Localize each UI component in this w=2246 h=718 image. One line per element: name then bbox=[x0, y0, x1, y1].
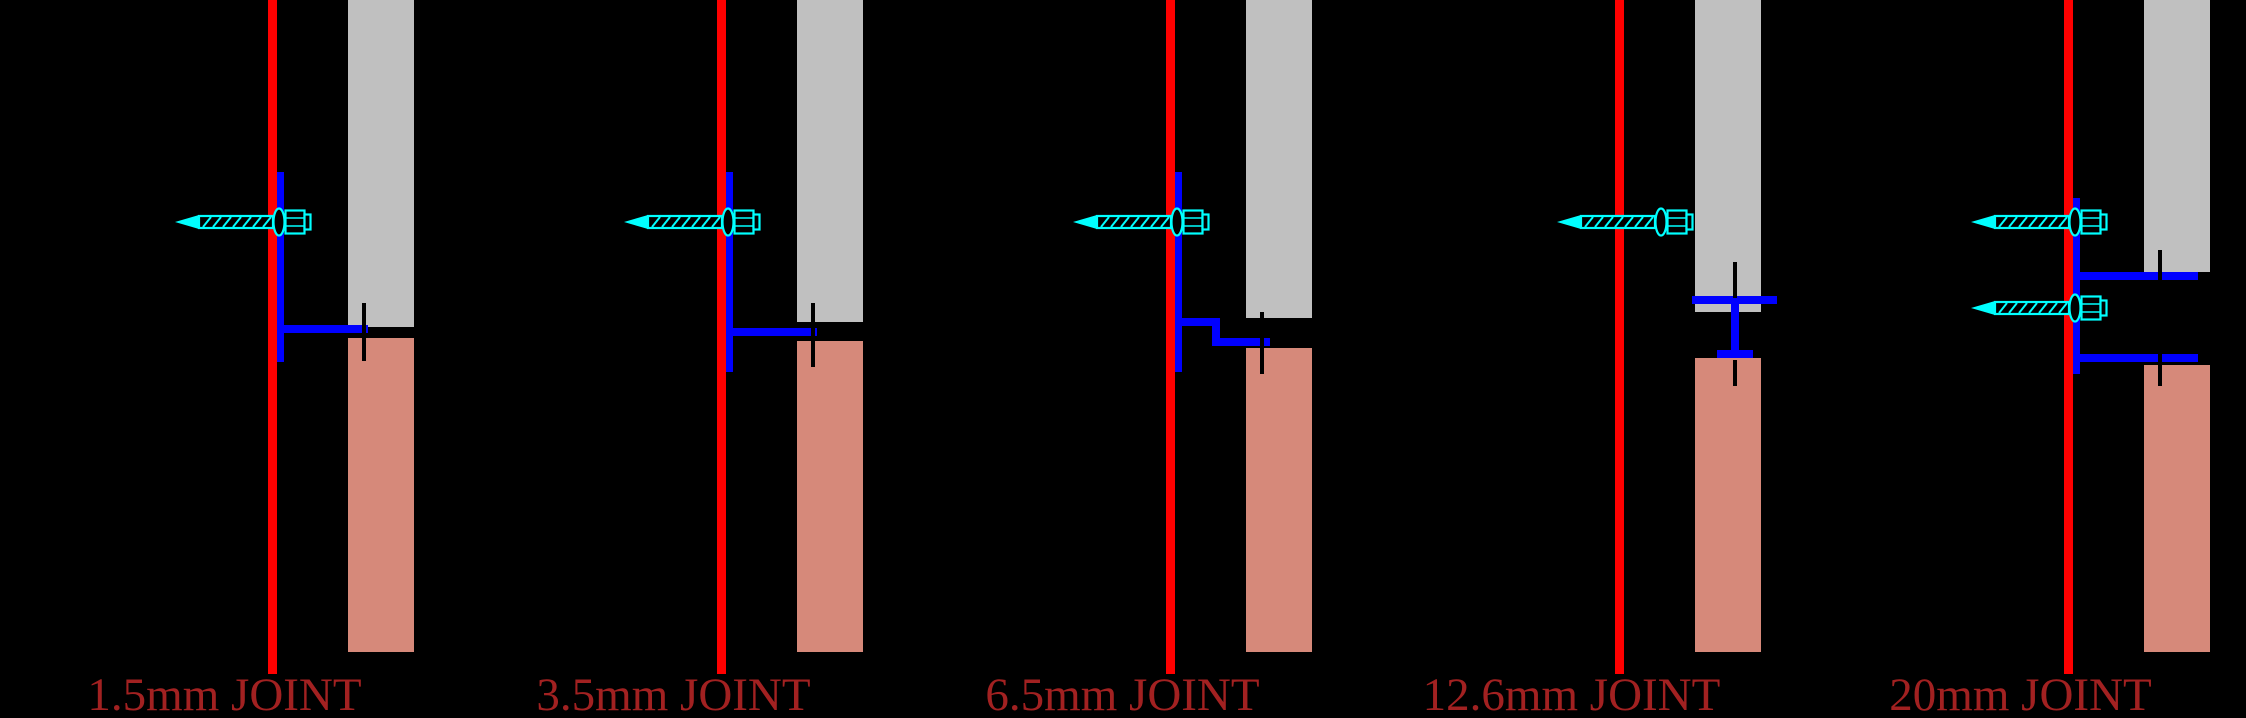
upper-panel bbox=[348, 0, 414, 327]
panel-edge-tick bbox=[1260, 312, 1264, 374]
panel-3-5mm-joint: 3.5mm JOINT bbox=[449, 0, 898, 718]
mullion-line bbox=[1166, 0, 1175, 674]
mullion-line bbox=[1615, 0, 1624, 674]
lower-panel bbox=[1695, 358, 1761, 652]
panel-edge-tick bbox=[1733, 360, 1737, 386]
lower-panel bbox=[797, 341, 863, 652]
panel-edge-tick bbox=[2158, 332, 2162, 386]
clip-profile bbox=[1692, 296, 1777, 358]
joint-drawing bbox=[1971, 0, 2210, 674]
panel-6-5mm-joint: 6.5mm JOINT bbox=[898, 0, 1347, 718]
joint-label: 20mm JOINT bbox=[1889, 669, 2152, 718]
screw-fastener-icon bbox=[1073, 207, 1210, 237]
upper-panel bbox=[1246, 0, 1312, 318]
clip-profile bbox=[726, 172, 817, 372]
screw-fastener-icon bbox=[1971, 293, 2108, 323]
joint-drawing bbox=[624, 0, 863, 674]
lower-panel bbox=[1246, 348, 1312, 652]
clip-profile bbox=[2073, 198, 2198, 374]
mullion-line bbox=[2064, 0, 2073, 674]
screw-fastener-icon bbox=[175, 207, 312, 237]
upper-panel bbox=[797, 0, 863, 322]
joint-label: 3.5mm JOINT bbox=[536, 669, 811, 718]
lower-panel bbox=[348, 338, 414, 652]
panel-edge-tick bbox=[811, 303, 815, 367]
clip-profile bbox=[1175, 172, 1270, 372]
joint-drawing bbox=[1073, 0, 1312, 674]
joint-label: 6.5mm JOINT bbox=[985, 669, 1260, 718]
joint-drawing bbox=[1557, 0, 1777, 674]
clip-profile bbox=[277, 172, 368, 362]
screw-fastener-icon bbox=[1971, 207, 2108, 237]
mullion-line bbox=[717, 0, 726, 674]
panel-1-5mm-joint: 1.5mm JOINT bbox=[0, 0, 449, 718]
lower-panel bbox=[2144, 365, 2210, 652]
screw-fastener-icon bbox=[1557, 207, 1694, 237]
panel-edge-tick bbox=[2158, 250, 2162, 304]
mullion-line bbox=[268, 0, 277, 674]
joint-label: 12.6mm JOINT bbox=[1422, 669, 1721, 718]
panel-20mm-joint: 20mm JOINT bbox=[1796, 0, 2245, 718]
joint-drawing bbox=[175, 0, 414, 674]
upper-panel bbox=[2144, 0, 2210, 272]
panel-edge-tick bbox=[1733, 262, 1737, 298]
joint-label: 1.5mm JOINT bbox=[87, 669, 362, 718]
panel-edge-tick bbox=[362, 303, 366, 361]
panel-12-6mm-joint: 12.6mm JOINT bbox=[1347, 0, 1796, 718]
upper-panel bbox=[1695, 0, 1761, 312]
screw-fastener-icon bbox=[624, 207, 761, 237]
